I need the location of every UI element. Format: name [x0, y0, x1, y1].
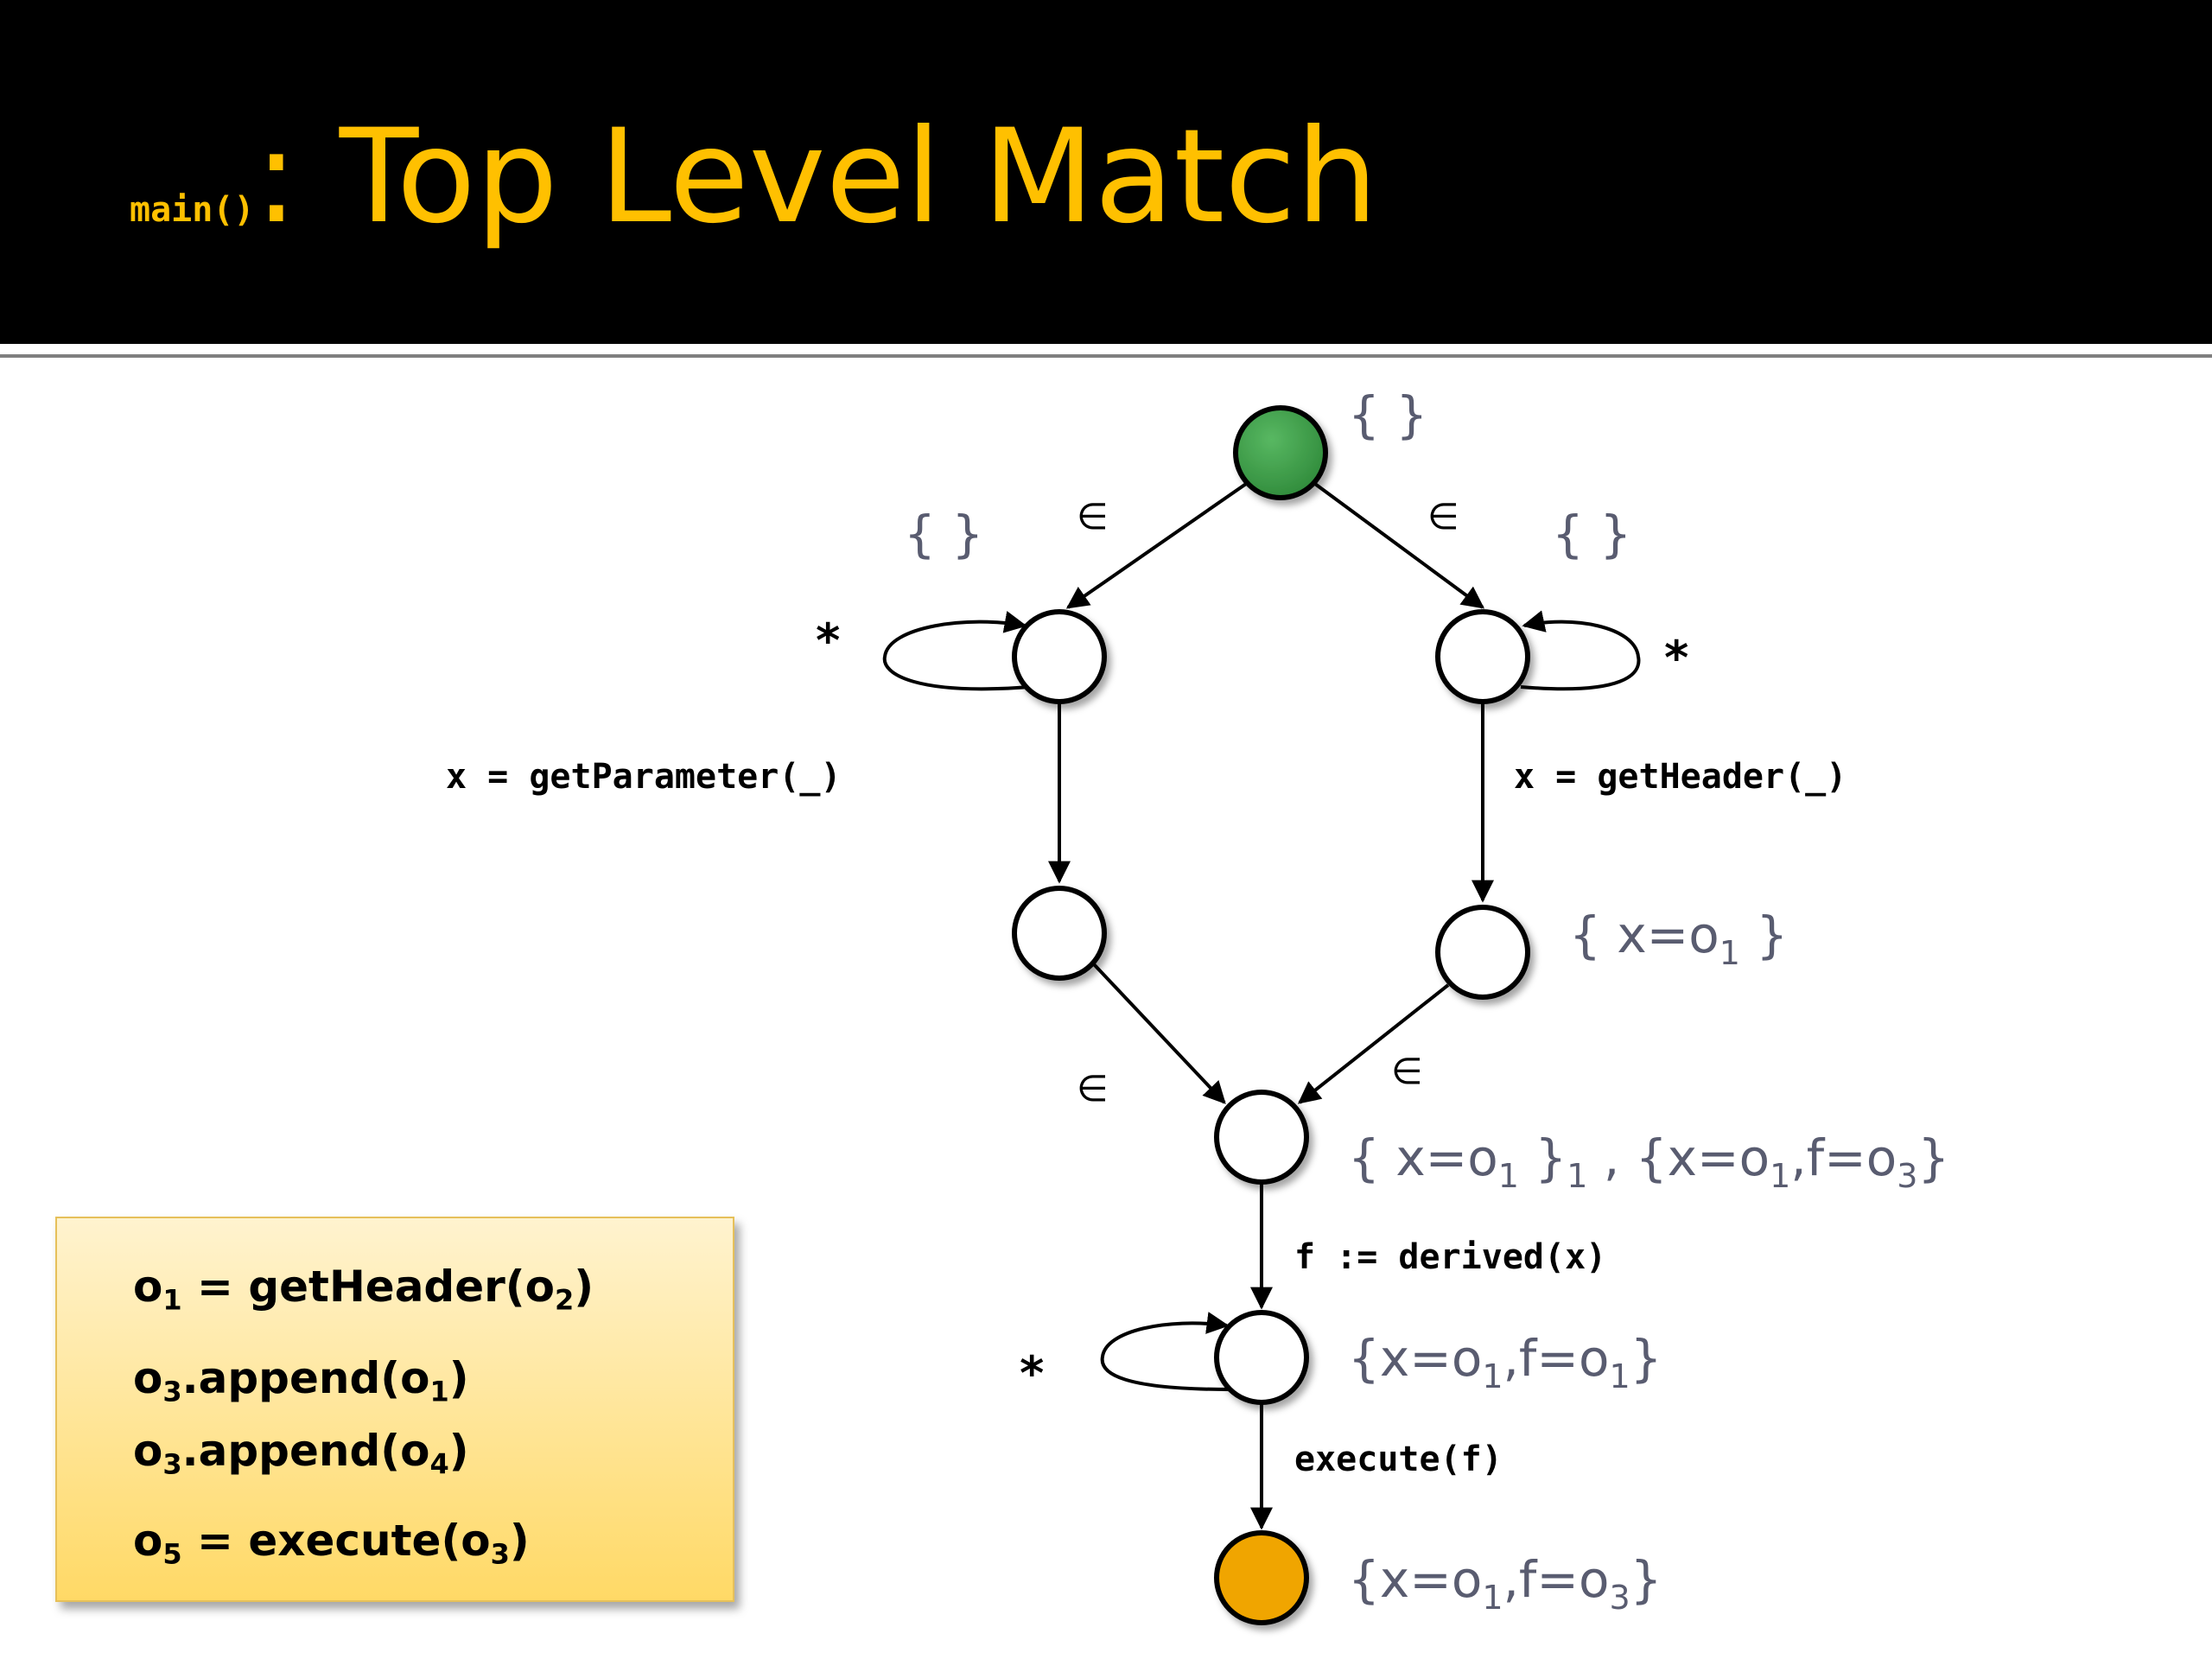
node-right-lower	[1435, 905, 1530, 1000]
edge-label-derived: f := derived(x)	[1294, 1237, 1606, 1277]
node-derived	[1214, 1310, 1309, 1405]
nodes	[1012, 405, 1530, 1625]
set-right-mid: { x=o1 }	[1569, 906, 1788, 972]
edge-right-to-merge	[1297, 983, 1450, 1104]
set-start: { }	[1348, 385, 1427, 444]
end-node	[1214, 1530, 1309, 1625]
epsilon-label-bottom-right: ∈	[1391, 1050, 1423, 1092]
trace-line: o1 = getHeader(o2)	[133, 1262, 594, 1317]
trace-line: o3.append(o4)	[133, 1426, 469, 1481]
node-right-upper	[1435, 609, 1530, 704]
star-label-derived: *	[1018, 1346, 1046, 1401]
node-merge	[1214, 1090, 1309, 1185]
epsilon-label-top-left: ∈	[1077, 495, 1109, 537]
edge-label-get-parameter: x = getParameter(_)	[446, 757, 842, 797]
title-rule	[0, 354, 2212, 358]
set-right-top: { }	[1552, 505, 1631, 563]
slide-title: main(): Top Level Match	[130, 112, 1378, 242]
edge-start-to-right	[1313, 482, 1485, 609]
edge-start-to-left	[1065, 482, 1248, 609]
star-label-left: *	[814, 613, 842, 668]
title-text: : Top Level Match	[254, 102, 1378, 252]
edge-label-get-header: x = getHeader(_)	[1514, 757, 1847, 797]
set-final: {x=o1,f=o3}	[1348, 1550, 1662, 1617]
star-label-right: *	[1662, 631, 1691, 685]
epsilon-label-top-right: ∈	[1427, 495, 1459, 537]
start-node	[1233, 405, 1328, 500]
title-code: main()	[130, 190, 255, 230]
node-left-lower	[1012, 886, 1107, 981]
edge-label-execute: execute(f)	[1294, 1440, 1503, 1479]
trace-line: o5 = execute(o3)	[133, 1516, 530, 1571]
set-derived: {x=o1,f=o1}	[1348, 1329, 1662, 1395]
trace-line: o3.append(o1)	[133, 1353, 469, 1408]
trace-box: o1 = getHeader(o2) o3.append(o1) o3.appe…	[55, 1217, 734, 1602]
set-merge: { x=o1 }1 , {x=o1,f=o3}	[1348, 1128, 1949, 1195]
epsilon-label-bottom-left: ∈	[1077, 1067, 1109, 1109]
self-loop-right	[1520, 610, 1641, 691]
node-left-upper	[1012, 609, 1107, 704]
set-left-top: { }	[904, 505, 983, 563]
self-loop-left	[882, 611, 1031, 691]
edge-left-to-merge	[1092, 963, 1226, 1104]
self-loop-derived	[1100, 1312, 1231, 1391]
title-bar: main(): Top Level Match	[0, 0, 2212, 344]
edges	[882, 482, 1641, 1530]
